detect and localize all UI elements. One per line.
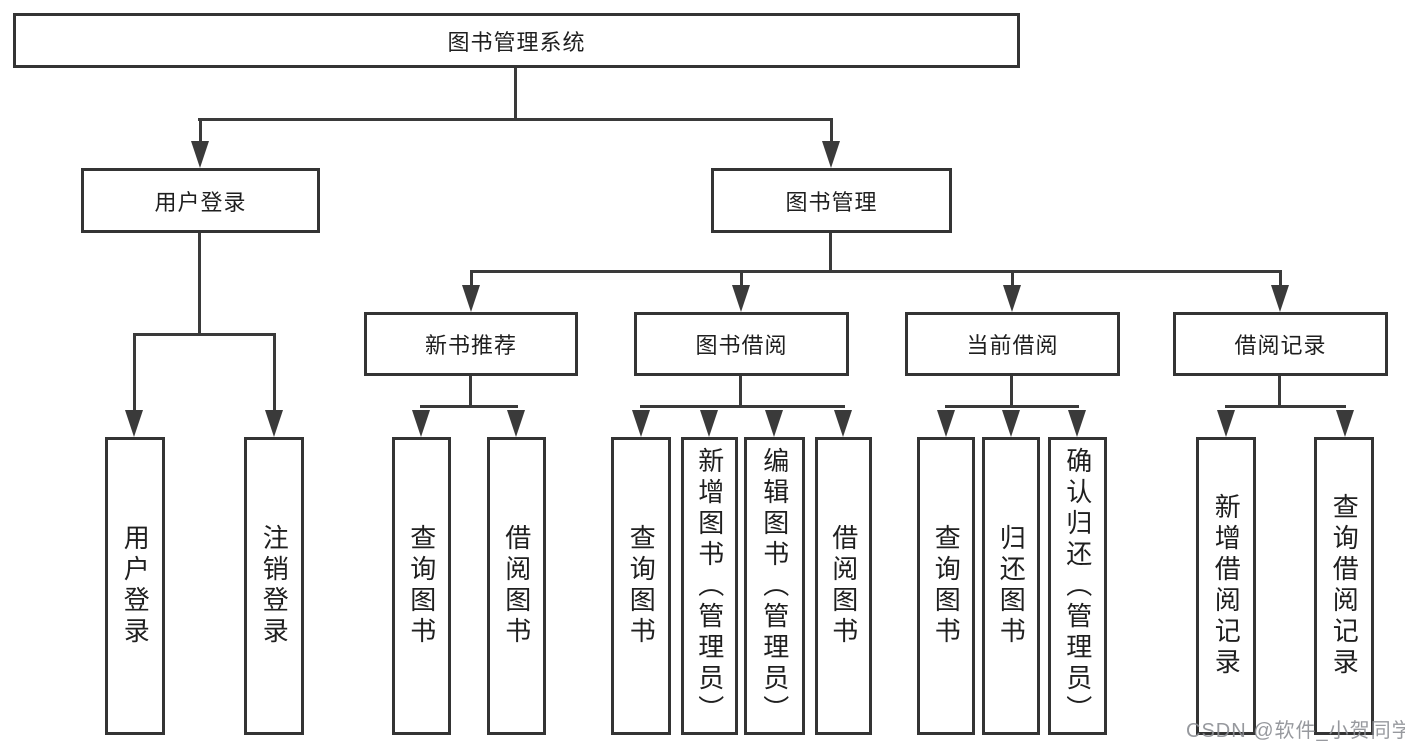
arrow-down-b2 (700, 410, 718, 437)
connector-current-rail (945, 405, 1079, 408)
leaf-current-confirm: 确认归还（管理员） (1048, 437, 1107, 735)
node-borrow-records: 借阅记录 (1173, 312, 1388, 376)
leaf-current-return-label: 归还图书 (996, 524, 1027, 648)
leaf-newbook-query: 查询图书 (392, 437, 451, 735)
node-new-book-rec: 新书推荐 (364, 312, 578, 376)
leaf-newbook-borrow-label: 借阅图书 (501, 524, 532, 648)
arrow-down-userlogin (191, 141, 209, 168)
arrow-down-current (1003, 285, 1021, 312)
leaf-records-query: 查询借阅记录 (1314, 437, 1374, 735)
node-book-borrow-label: 图书借阅 (695, 333, 788, 358)
node-root-label: 图书管理系统 (447, 29, 586, 55)
connector-userlogin-drop (199, 120, 202, 147)
arrow-down-b3 (765, 410, 783, 437)
connector-records-stem (1278, 376, 1281, 407)
arrow-down-borrow (732, 285, 750, 312)
leaf-borrow-edit-label: 编辑图书（管理员） (759, 446, 790, 726)
node-root: 图书管理系统 (13, 13, 1020, 68)
node-user-login: 用户登录 (81, 168, 320, 233)
connector-u1-drop (133, 335, 136, 414)
arrow-down-r2 (1336, 410, 1354, 437)
leaf-records-add: 新增借阅记录 (1196, 437, 1256, 735)
connector-borrow-stem (739, 376, 742, 407)
node-current-borrow-label: 当前借阅 (966, 333, 1059, 358)
csdn-watermark: CSDN @软件_小贺同学 (1186, 720, 1405, 742)
arrow-down-u1 (125, 410, 143, 437)
leaf-logout: 注销登录 (244, 437, 304, 735)
arrow-down-b1 (632, 410, 650, 437)
leaf-current-confirm-label: 确认归还（管理员） (1062, 446, 1093, 726)
arrow-down-n2 (507, 410, 525, 437)
connector-records-rail (1225, 405, 1346, 408)
connector-newbook-rail (420, 405, 518, 408)
connector-bookmgmt-rail (470, 270, 1282, 273)
arrow-down-u2 (265, 410, 283, 437)
leaf-user-login-label: 用户登录 (120, 524, 151, 648)
node-user-login-label: 用户登录 (154, 189, 247, 215)
arrow-down-bookmgmt (822, 141, 840, 168)
connector-root-stem (514, 68, 517, 120)
leaf-current-query-label: 查询图书 (931, 524, 962, 648)
leaf-newbook-query-label: 查询图书 (406, 524, 437, 648)
connector-u2-drop (273, 335, 276, 414)
connector-bookmgmt-drop (830, 120, 833, 147)
leaf-borrow-query: 查询图书 (611, 437, 671, 735)
connector-userlogin-rail (133, 333, 276, 336)
leaf-borrow-borrow: 借阅图书 (815, 437, 872, 735)
arrow-down-r1 (1217, 410, 1235, 437)
leaf-borrow-borrow-label: 借阅图书 (828, 524, 859, 648)
node-book-borrow: 图书借阅 (634, 312, 849, 376)
leaf-current-query: 查询图书 (917, 437, 975, 735)
node-current-borrow: 当前借阅 (905, 312, 1120, 376)
connector-records-drop (1279, 272, 1282, 290)
arrow-down-n1 (412, 410, 430, 437)
connector-borrow-rail (640, 405, 845, 408)
connector-newbook-drop (470, 272, 473, 290)
leaf-borrow-query-label: 查询图书 (626, 524, 657, 648)
connector-newbook-stem (469, 376, 472, 407)
arrow-down-b4 (834, 410, 852, 437)
leaf-borrow-add: 新增图书（管理员） (681, 437, 738, 735)
leaf-current-return: 归还图书 (982, 437, 1040, 735)
connector-bookmgmt-stem (829, 233, 832, 272)
leaf-logout-label: 注销登录 (259, 524, 290, 648)
node-borrow-records-label: 借阅记录 (1234, 333, 1327, 358)
leaf-newbook-borrow: 借阅图书 (487, 437, 546, 735)
connector-userlogin-stem (198, 233, 201, 336)
node-new-book-rec-label: 新书推荐 (424, 333, 517, 358)
arrow-down-c1 (937, 410, 955, 437)
node-book-mgmt: 图书管理 (711, 168, 952, 233)
leaf-borrow-add-label: 新增图书（管理员） (694, 446, 725, 726)
leaf-borrow-edit: 编辑图书（管理员） (744, 437, 805, 735)
arrow-down-c3 (1068, 410, 1086, 437)
leaf-records-add-label: 新增借阅记录 (1211, 493, 1242, 679)
leaf-user-login: 用户登录 (105, 437, 165, 735)
connector-current-drop (1011, 272, 1014, 290)
arrow-down-newbook (462, 285, 480, 312)
arrow-down-c2 (1002, 410, 1020, 437)
connector-borrow-drop (740, 272, 743, 290)
arrow-down-records (1271, 285, 1289, 312)
connector-root-rail (198, 118, 833, 121)
node-book-mgmt-label: 图书管理 (785, 189, 878, 215)
leaf-records-query-label: 查询借阅记录 (1329, 493, 1360, 679)
connector-current-stem (1010, 376, 1013, 407)
